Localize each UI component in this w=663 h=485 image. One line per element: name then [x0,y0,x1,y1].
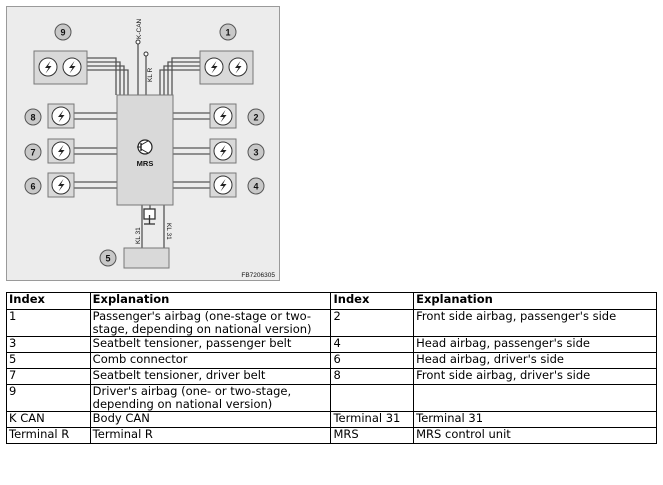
kl31-right-label: KL 31 [165,223,172,240]
table-row: 9 Driver's airbag (one- or two-stage, de… [6,384,657,412]
lightning-icon [62,57,82,77]
mrs-label: MRS [137,159,154,168]
table-row: K CAN Body CAN Terminal 31 Terminal 31 [6,411,657,428]
table-row: 5 Comb connector 6 Head airbag, driver's… [6,352,657,369]
legend-table: Index Explanation Index Explanation 1 Pa… [6,292,657,444]
wire-6 [74,181,117,189]
lightning-icon [51,106,71,126]
header-index: Index [330,292,415,310]
header-explanation: Explanation [413,292,657,310]
callout-8: 8 [24,108,42,126]
svg-text:5: 5 [105,254,110,264]
lightning-icon [228,57,248,77]
callout-1: 1 [219,23,237,41]
kl31-left-label: KL 31 [135,227,142,244]
header-explanation: Explanation [89,292,332,310]
callout-9: 9 [54,23,72,41]
table-header-row: Index Explanation Index Explanation [6,292,657,310]
wire-8 [74,112,117,120]
svg-text:6: 6 [30,182,35,192]
callout-4: 4 [247,177,265,195]
lightning-icon [213,141,233,161]
table-row: 7 Seatbelt tensioner, driver belt 8 Fron… [6,368,657,385]
svg-text:9: 9 [60,28,65,38]
wiring-diagram: MRS 9 1 8 7 6 2 3 4 [6,6,280,281]
figure-code: FB7206305 [241,272,275,279]
wire-bundle-1 [159,57,200,95]
svg-text:8: 8 [30,113,35,123]
table-row: Terminal R Terminal R MRS MRS control un… [6,427,657,444]
wire-bundle-9 [87,57,129,95]
wire-7 [74,147,117,155]
ground-icon [143,208,156,225]
callout-2: 2 [247,108,265,126]
lightning-icon [213,175,233,195]
lightning-icon [38,57,58,77]
callout-7: 7 [24,143,42,161]
wire-3 [173,147,210,155]
k-can-label: K-CAN [136,18,143,39]
comb-connector-5 [123,247,170,269]
svg-text:7: 7 [30,148,35,158]
callout-3: 3 [247,143,265,161]
svg-text:3: 3 [253,148,258,158]
wire-4 [173,181,210,189]
callout-6: 6 [24,177,42,195]
wire-2 [173,112,210,120]
svg-text:1: 1 [225,28,230,38]
lightning-icon [204,57,224,77]
lightning-icon [51,175,71,195]
k-can-terminal [135,39,141,45]
kl-r-terminal [143,51,149,57]
callout-5: 5 [99,249,117,267]
header-index: Index [6,292,91,310]
svg-text:4: 4 [253,182,258,192]
transistor-icon [137,139,153,155]
table-row: 1 Passenger's airbag (one-stage or two-s… [6,309,657,337]
svg-text:2: 2 [253,113,258,123]
lightning-icon [213,106,233,126]
kl-r-label: KL R [147,67,154,82]
table-row: 3 Seatbelt tensioner, passenger belt 4 H… [6,336,657,353]
lightning-icon [51,141,71,161]
